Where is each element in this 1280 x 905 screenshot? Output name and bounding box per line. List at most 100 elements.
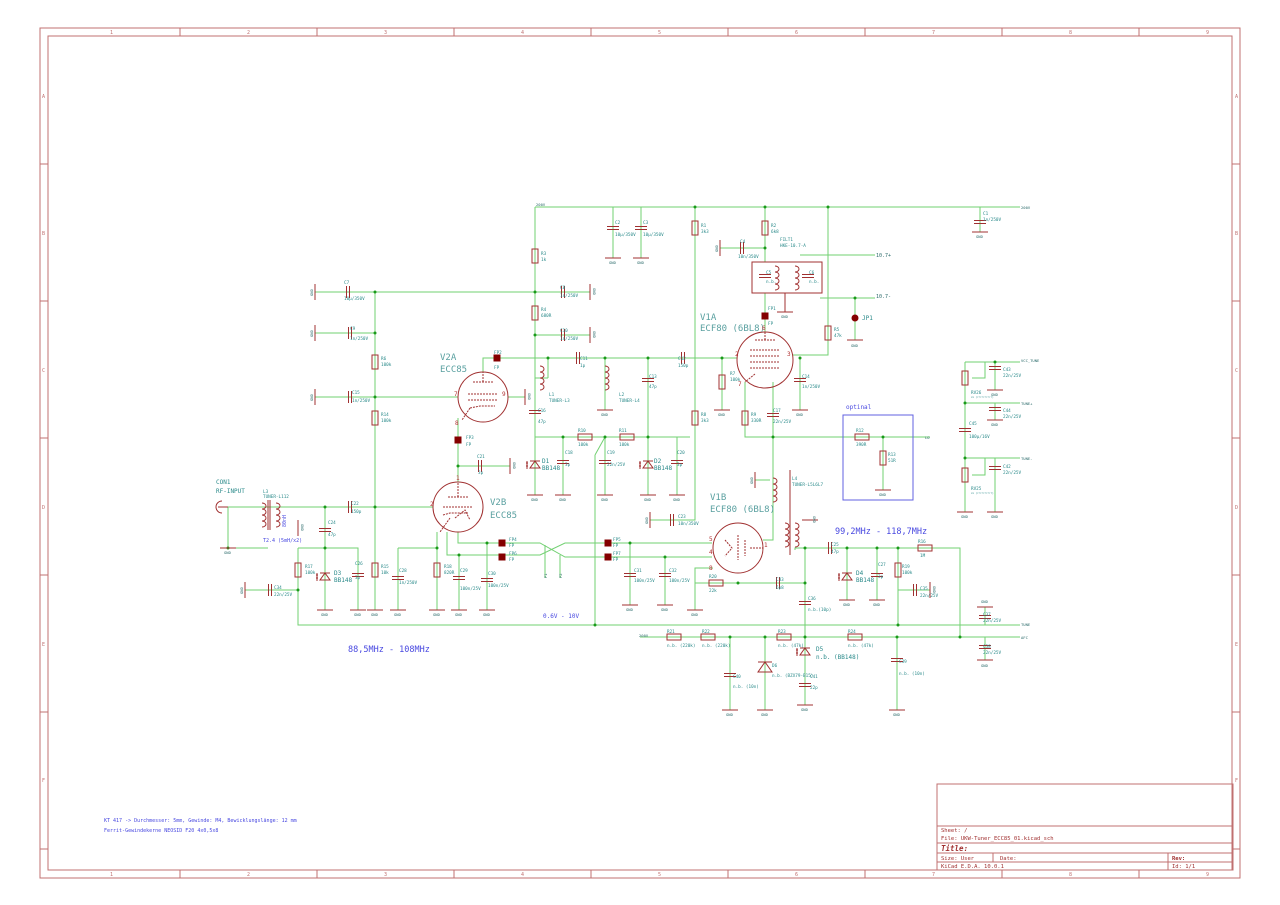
component-ref: R20 (709, 574, 717, 580)
component-value: 100n/25V (634, 578, 655, 584)
gnd-label: GND (455, 612, 463, 617)
gnd-label: GND (592, 288, 597, 296)
component-ref: C38 (983, 644, 991, 650)
component-value: 22n/25V (1003, 470, 1022, 476)
component-value: 100k (381, 418, 392, 424)
component-value: 47p (649, 384, 657, 390)
col-label: 6 (795, 872, 798, 878)
gnd-label: GND (673, 497, 681, 502)
osc-range: 99,2MHz - 118,7MHz (835, 527, 927, 537)
component-value: n.b. (220k) (702, 643, 730, 649)
component-value: FP (509, 557, 515, 563)
ref: FILT1 (780, 237, 793, 243)
component-ref: R1 (701, 223, 707, 229)
component-value: 22n/25V (1003, 414, 1022, 420)
tube-ref: V2B (490, 498, 506, 508)
component-value: 390R (856, 442, 867, 448)
pin-number: 1 (456, 475, 460, 482)
file-label: File: UKW-Tuner_ECC85_01.kicad_sch (941, 836, 1054, 842)
component-ref: C17 (773, 408, 781, 414)
sheet-label: Sheet: / (941, 828, 968, 834)
component-value: n.b. (10n) (899, 671, 925, 677)
junctions (226, 205, 997, 639)
component-ref: R15 (381, 564, 389, 570)
coil-L2[interactable] (604, 365, 610, 391)
transformer-L3[interactable]: L3 TUNER-L112 T2.4 (5mH/x2) 80nH (261, 489, 302, 548)
component-ref: C34 (274, 585, 282, 591)
annotations: optinal 99,2MHz - 118,7MHz 88,5MHz - 108… (104, 404, 927, 834)
component-value: 150p (678, 363, 689, 369)
component-value: BB148 (542, 465, 560, 472)
col-label: 5 (658, 872, 661, 878)
row-label: C (42, 368, 45, 374)
component-ref: C37 (983, 612, 991, 618)
component-ref: R17 (305, 564, 313, 570)
component-ref: C13 (649, 374, 657, 380)
component-value: 100µ/16V (969, 434, 990, 440)
wires (225, 206, 1020, 710)
component-value: n.b. (BB148) (816, 654, 859, 661)
tube-V1B[interactable]: V1B ECF80 (6BL8) 5 4 8 1 (709, 493, 775, 574)
tube-V2B[interactable]: V2B ECC85 2 1 (430, 475, 517, 533)
tube-ref: V2A (440, 353, 457, 363)
gnd-label: GND (309, 393, 314, 401)
component-ref: C31 (634, 568, 642, 574)
jumper-JP1[interactable]: JP1 (851, 314, 874, 323)
component-value: 47p (831, 549, 839, 555)
col-label: 3 (384, 872, 387, 878)
component-symbols (268, 220, 1002, 687)
component-value: 3k3 (701, 418, 709, 424)
tube-V1A[interactable]: V1A ECF80 (6BL8) 2 3 6 7 (700, 313, 794, 389)
col-label: 4 (521, 30, 524, 36)
component-value: BB148 (654, 465, 672, 472)
component-ref: C10 (560, 328, 568, 334)
transformer-L4[interactable]: L4 TUNER-L5L6L7 (754, 470, 823, 555)
net-if-plus: 10.7+ (876, 253, 891, 259)
component-ref: L1 (549, 392, 555, 398)
connector-CON1[interactable]: CON1 RF-INPUT (215, 479, 245, 514)
component-ref: C15 (352, 390, 360, 396)
component-value: 22k (709, 588, 717, 594)
tube-V2A[interactable]: V2A ECC85 7 9 8 (440, 353, 509, 427)
pin-number: 7 (738, 381, 742, 388)
component-value: BB148 (856, 577, 874, 584)
component-ref: D3 (334, 570, 342, 577)
component-value: 10µ/350V (615, 232, 636, 238)
component-ref: FP5 (613, 537, 621, 543)
net-200v: 200V (1021, 205, 1031, 210)
component-value: xx (rrrrrrrrrr) (971, 395, 994, 399)
net-tune-plus: TUNE+ (1021, 401, 1033, 406)
component-value: 22n/25V (920, 593, 939, 599)
gnd-label: GND (781, 314, 789, 319)
filter-FILT1[interactable]: FILT1 HKE-10.7-A (751, 237, 823, 313)
component-ref: R4 (541, 307, 547, 313)
component-ref: R12 (856, 428, 864, 434)
component-value: 22n/25V (1003, 373, 1022, 379)
component-ref: C42 (1003, 464, 1011, 470)
component-ref: R9 (751, 412, 757, 418)
row-label: E (42, 642, 45, 648)
component-ref: R19 (902, 564, 910, 570)
row-label: B (42, 231, 45, 237)
component-ref: R5 (834, 327, 840, 333)
row-label: E (1235, 642, 1238, 648)
gnd-label: GND (991, 422, 999, 427)
component-value: 100k (619, 442, 630, 448)
component-ref: C39 (899, 659, 907, 665)
component-ref: R7 (730, 371, 736, 377)
net-f2: F2 (558, 573, 563, 578)
id-label: Id: 1/1 (1172, 864, 1195, 870)
gnd-label: GND (879, 492, 887, 497)
component-value: 1n/250V (802, 384, 821, 390)
pin-number: 8 (455, 420, 459, 427)
component-value: 1n/250V (350, 336, 369, 342)
component-value: 100k (730, 377, 741, 383)
component-value: 47k (834, 333, 842, 339)
col-label: 1 (110, 30, 113, 36)
component-value: TUNER-L4 (619, 398, 640, 404)
pin-number: 5 (709, 536, 713, 543)
component-ref: D6 (772, 663, 778, 669)
component-ref: R18 (444, 564, 452, 570)
